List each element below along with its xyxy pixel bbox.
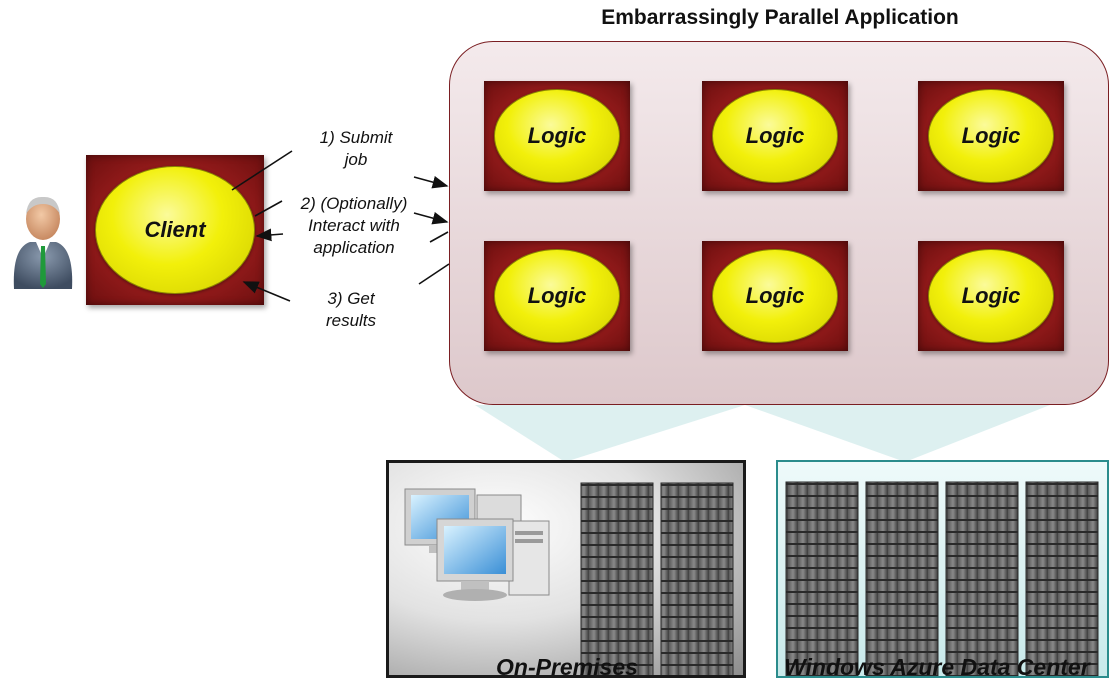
azure-illustration: [785, 481, 1099, 676]
client-ellipse: Client: [95, 166, 255, 294]
client-label: Client: [144, 217, 206, 242]
desktop-computer-icon: [404, 488, 550, 601]
results-arrow-client: [242, 281, 291, 302]
projection-onprem: [475, 405, 745, 462]
logic-label: Logic: [745, 283, 805, 308]
results-line-app: [418, 263, 450, 285]
client-node: Client: [86, 155, 264, 305]
logic-node-4: Logic: [484, 241, 630, 351]
azure-data-center-box: [776, 460, 1109, 678]
logic-node-5: Logic: [702, 241, 848, 351]
application-title: Embarrassingly Parallel Application: [601, 6, 959, 29]
on-premises-illustration: [404, 482, 734, 675]
on-premises-box: [386, 460, 746, 678]
logic-node-3: Logic: [918, 81, 1064, 191]
interact-line-client-out: [254, 200, 283, 217]
annotation-results: 3) Get results: [325, 289, 377, 330]
logic-node-6: Logic: [918, 241, 1064, 351]
azure-label: Windows Azure Data Center: [784, 654, 1090, 680]
annotation-submit: 1) Submit job: [319, 128, 393, 169]
interact-line-app-out: [429, 231, 449, 243]
logic-label: Logic: [527, 283, 587, 308]
submit-line-client: [231, 150, 293, 191]
annotation-interact: 2) (Optionally) Interact with applicatio…: [300, 194, 408, 257]
projection-azure: [745, 405, 1050, 462]
server-rack-icon: [785, 481, 1099, 676]
user-icon: [13, 196, 73, 289]
server-rack-icon: [580, 482, 734, 675]
logic-label: Logic: [745, 123, 805, 148]
logic-label: Logic: [961, 283, 1021, 308]
logic-node-2: Logic: [702, 81, 848, 191]
interact-arrow-client-in: [255, 228, 284, 242]
logic-label: Logic: [961, 123, 1021, 148]
logic-node-1: Logic: [484, 81, 630, 191]
logic-label: Logic: [527, 123, 587, 148]
on-premises-label: On-Premises: [496, 654, 638, 680]
submit-arrow-app: [413, 176, 449, 189]
interact-arrow-app: [413, 212, 449, 225]
